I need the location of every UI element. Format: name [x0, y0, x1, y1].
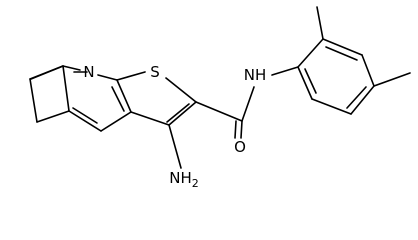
chemical-structure: N S NH O NH2	[29, 6, 411, 190]
bond	[68, 110, 102, 132]
bond	[30, 65, 64, 80]
atom-labels: N S NH O NH2	[83, 63, 267, 190]
bond	[297, 66, 313, 100]
bond	[241, 86, 255, 122]
bond	[166, 103, 190, 123]
bond	[325, 46, 358, 61]
atom-s: S	[150, 63, 160, 81]
bond	[297, 38, 324, 68]
bond	[240, 120, 243, 139]
bond	[350, 85, 375, 115]
bonds	[29, 6, 411, 169]
bond	[361, 54, 375, 87]
bond	[322, 38, 363, 56]
bond	[116, 71, 146, 81]
bond	[234, 120, 237, 139]
bond	[36, 110, 70, 123]
atom-nh2-main: NH	[169, 169, 192, 187]
bond	[97, 74, 118, 81]
atom-nh2-subscript: 2	[192, 177, 199, 188]
bond	[316, 6, 324, 40]
atom-o: O	[234, 138, 246, 156]
bond	[311, 98, 352, 115]
bond	[168, 101, 197, 126]
atom-nh-amide: NH	[244, 66, 267, 84]
bond	[72, 107, 98, 124]
bond	[130, 111, 170, 126]
bond	[111, 86, 125, 112]
bond	[304, 68, 317, 94]
bond	[168, 124, 182, 169]
bond	[62, 65, 81, 71]
atom-n-ring: N	[83, 63, 94, 81]
bond	[373, 72, 411, 87]
bond	[195, 101, 243, 122]
bond	[62, 65, 70, 112]
atom-nh2: NH2	[169, 169, 199, 188]
bond	[29, 78, 38, 123]
bond	[116, 79, 132, 113]
bond	[346, 86, 367, 109]
bond	[100, 111, 132, 132]
bond	[165, 77, 197, 103]
bond	[271, 66, 299, 76]
molecule-canvas: N S NH O NH2	[29, 6, 411, 190]
